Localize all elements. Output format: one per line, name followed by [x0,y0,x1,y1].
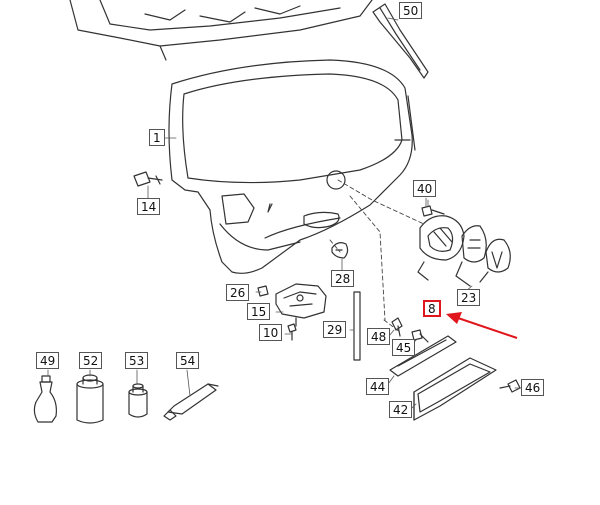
part-15-lock-actuator [275,283,327,327]
callout-52[interactable]: 52 [79,352,103,369]
callout-44[interactable]: 44 [366,378,390,395]
callout-28[interactable]: 28 [331,270,355,287]
part-49-bottle [33,375,57,423]
highlight-arrow [446,312,518,339]
callout-42[interactable]: 42 [389,401,413,418]
part-48-clip [391,317,403,337]
part-10-screw [287,323,297,341]
callout-23[interactable]: 23 [457,289,481,306]
part-1-tailgate [168,59,416,274]
part-52-can [76,374,104,424]
part-45-clip [411,329,429,343]
part-29-rod [353,291,361,361]
callout-49[interactable]: 49 [36,352,60,369]
part-46-screw [499,379,521,393]
part-14-bolt [133,171,163,199]
callout-1[interactable]: 1 [149,129,165,146]
callout-45[interactable]: 45 [392,339,416,356]
part-42-license-plate-panel [413,357,497,421]
part-40-screw [421,197,445,217]
part-26-nut [257,285,269,297]
callout-10[interactable]: 10 [259,324,283,341]
callout-15[interactable]: 15 [247,303,271,320]
part-54-tube [163,383,219,421]
part-44-seal-strip [389,335,457,377]
assembly-leader-lines [329,179,425,333]
part-50-spoiler-trim [372,3,429,79]
callout-50[interactable]: 50 [399,2,423,19]
callout-46[interactable]: 46 [521,379,545,396]
part-28-grommet [331,242,349,259]
callout-26[interactable]: 26 [226,284,250,301]
callout-8-highlighted[interactable]: 8 [423,300,441,317]
callout-54[interactable]: 54 [176,352,200,369]
callout-40[interactable]: 40 [413,180,437,197]
callout-14[interactable]: 14 [137,198,161,215]
part-53-container [128,383,148,418]
vehicle-body-outline [69,0,373,61]
callout-53[interactable]: 53 [125,352,149,369]
callout-29[interactable]: 29 [323,321,347,338]
callout-48[interactable]: 48 [367,328,391,345]
rear-emblem-camera-assembly [417,215,511,287]
